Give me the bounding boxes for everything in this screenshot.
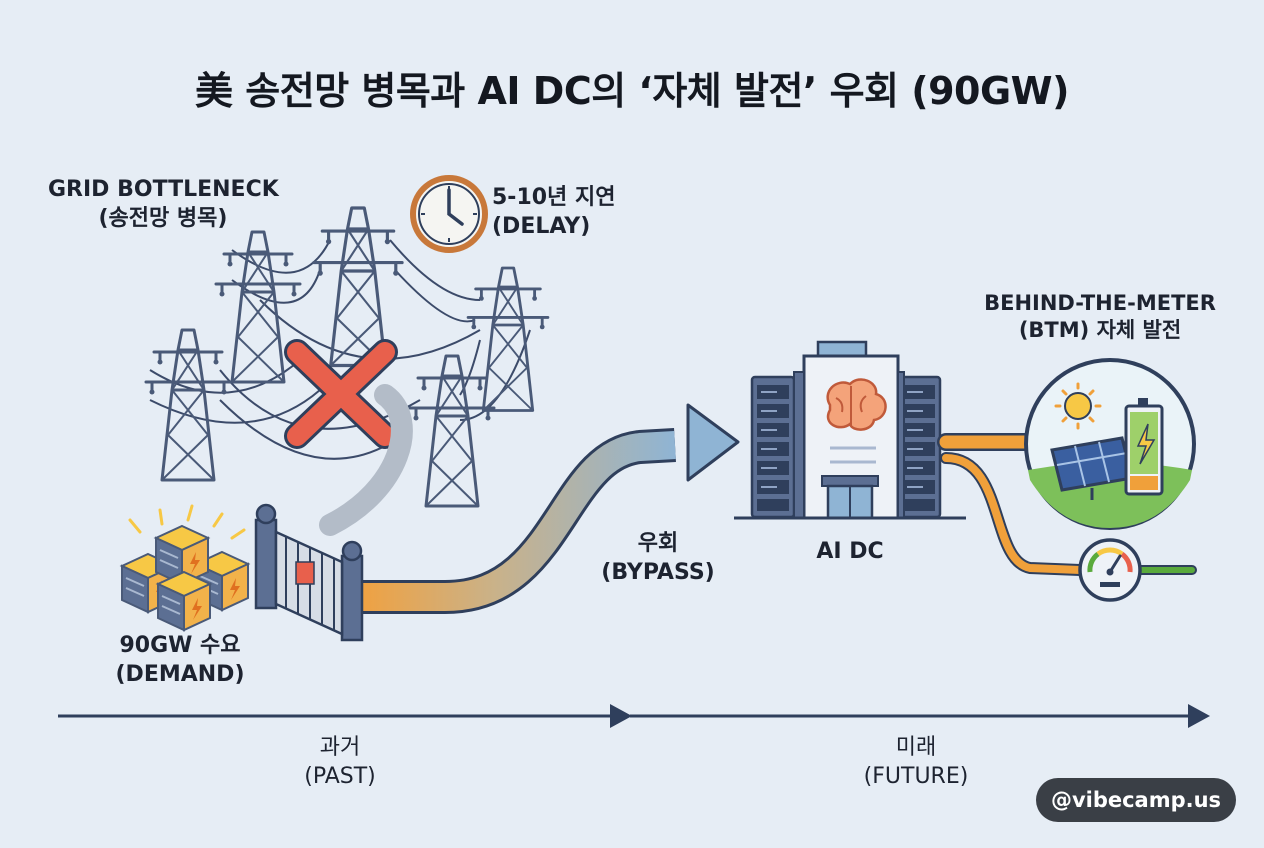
transmission-tower-icon bbox=[408, 354, 496, 508]
btm-power-lines bbox=[937, 433, 1197, 576]
past-line1: 과거 bbox=[319, 735, 361, 760]
brain-icon bbox=[826, 378, 887, 431]
future-label: 미래 (FUTURE) bbox=[846, 734, 986, 791]
bypass-line1: 우회 bbox=[637, 531, 679, 556]
grid-bottleneck-line1: GRID BOTTLENECK bbox=[48, 177, 279, 202]
delay-line1: 5-10년 지연 bbox=[492, 185, 616, 210]
grid-bottleneck-line2: (송전망 병목) bbox=[98, 205, 228, 231]
page-title: 美 송전망 병목과 AI DC의 ‘자체 발전’ 우회 (90GW) bbox=[195, 69, 1069, 113]
past-line2: (PAST) bbox=[304, 763, 376, 789]
meter-gauge-icon bbox=[1078, 538, 1142, 602]
gate-icon bbox=[254, 503, 364, 642]
future-line1: 미래 bbox=[895, 735, 937, 760]
ai-dc-label: AI DC bbox=[816, 539, 884, 564]
past-label: 과거 (PAST) bbox=[270, 734, 410, 791]
timeline-axis bbox=[58, 704, 1210, 728]
btm-line1: BEHIND-THE-METER bbox=[984, 291, 1216, 315]
delay-line2: (DELAY) bbox=[492, 213, 591, 239]
sun-icon bbox=[1054, 382, 1102, 430]
blocked-path bbox=[319, 384, 413, 536]
bypass-arrow bbox=[350, 403, 740, 614]
grid-bottleneck-label: GRID BOTTLENECK (송전망 병목) bbox=[48, 176, 279, 233]
ai-dc-building bbox=[734, 340, 966, 520]
battery-stack-icon bbox=[121, 504, 249, 631]
demand-line2: (DEMAND) bbox=[115, 661, 245, 687]
watermark-badge: @vibecamp.us bbox=[1036, 778, 1236, 822]
server-rack-icon bbox=[750, 375, 796, 519]
demand-label: 90GW 수요 (DEMAND) bbox=[90, 632, 270, 689]
btm-generation-panel bbox=[1024, 358, 1196, 530]
future-line2: (FUTURE) bbox=[863, 763, 969, 789]
bypass-line2: (BYPASS) bbox=[601, 559, 715, 585]
battery-icon bbox=[1124, 398, 1164, 496]
delay-label: 5-10년 지연 (DELAY) bbox=[492, 184, 615, 241]
btm-line2: (BTM) 자체 발전 bbox=[1018, 318, 1182, 343]
blocked-x-icon bbox=[284, 339, 398, 449]
demand-line1: 90GW 수요 bbox=[119, 633, 241, 658]
bypass-label: 우회 (BYPASS) bbox=[578, 530, 738, 587]
clock-icon bbox=[410, 175, 488, 253]
btm-label: BEHIND-THE-METER (BTM) 자체 발전 bbox=[966, 290, 1234, 345]
